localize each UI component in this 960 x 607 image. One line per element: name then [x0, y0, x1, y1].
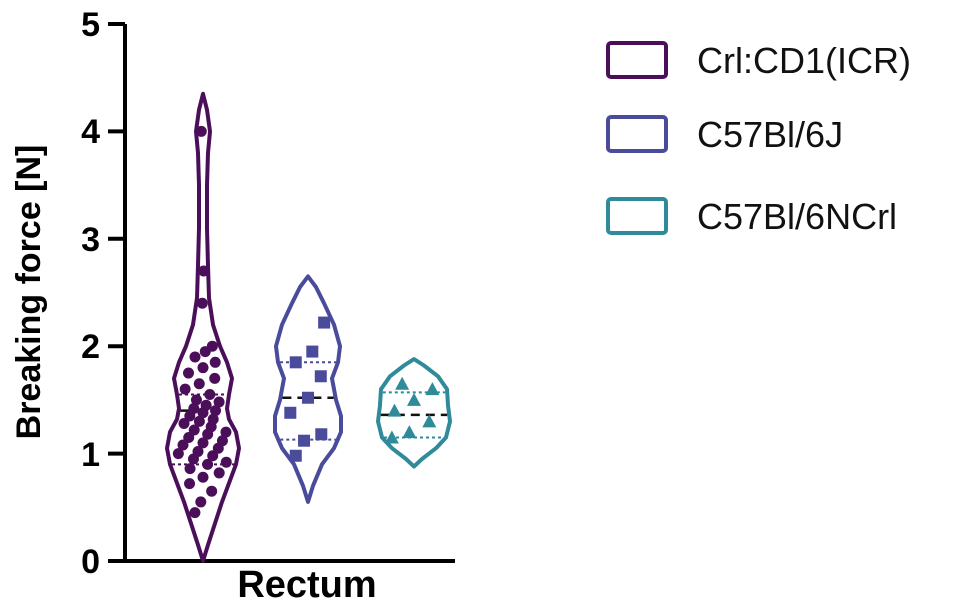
data-point	[207, 450, 219, 462]
data-point	[195, 125, 207, 137]
data-point	[206, 340, 218, 352]
data-point	[402, 425, 417, 439]
data-point	[184, 463, 196, 475]
y-tick-label: 1	[81, 436, 100, 474]
data-point	[193, 378, 205, 390]
data-point	[407, 392, 421, 406]
data-point	[172, 448, 184, 460]
violin-2	[376, 357, 452, 469]
data-point	[209, 372, 221, 384]
data-point	[183, 431, 195, 443]
data-point	[197, 362, 209, 374]
data-point	[425, 382, 440, 396]
legend-label-c57bl-6j: C57Bl/6J	[697, 114, 843, 155]
data-point	[184, 478, 196, 490]
data-point	[302, 391, 314, 404]
violin-0	[165, 91, 241, 563]
violins-group	[165, 91, 452, 563]
y-axis-title: Breaking force [N]	[10, 145, 48, 440]
data-point	[179, 383, 191, 395]
data-point	[220, 426, 232, 438]
data-point	[289, 356, 302, 369]
data-point	[206, 485, 218, 497]
y-tick-label: 2	[81, 328, 100, 366]
data-point	[189, 507, 201, 519]
data-point	[197, 437, 209, 449]
y-tick-label: 5	[81, 6, 100, 44]
violin-1	[273, 274, 343, 504]
data-point	[188, 424, 200, 436]
data-point	[210, 405, 222, 417]
data-point	[195, 496, 207, 508]
legend-label-c57bl-6ncrl: C57Bl/6NCrl	[697, 196, 897, 237]
y-tick-label: 0	[81, 543, 100, 581]
legend-swatch-crl-cd1	[606, 41, 668, 79]
data-point	[192, 445, 204, 457]
data-point	[315, 428, 328, 441]
legend-swatch-c57bl-6ncrl	[606, 197, 668, 235]
data-point	[177, 439, 189, 451]
y-tick-label: 4	[81, 113, 100, 151]
data-point	[200, 399, 212, 411]
data-point	[198, 265, 210, 277]
data-point	[182, 367, 194, 379]
data-point	[220, 456, 232, 468]
data-point	[178, 418, 190, 430]
data-point	[196, 297, 208, 309]
data-point	[318, 316, 331, 329]
data-point	[188, 402, 200, 414]
data-point	[216, 435, 228, 447]
data-point	[387, 403, 402, 417]
data-point	[213, 396, 225, 408]
data-point	[202, 458, 214, 470]
data-point	[190, 394, 202, 406]
data-point	[284, 406, 297, 419]
data-point	[204, 389, 216, 401]
data-point	[207, 413, 219, 425]
legend-swatch-c57bl-6j	[606, 115, 668, 153]
data-point	[213, 467, 225, 479]
legend-label-crl-cd1: Crl:CD1(ICR)	[697, 40, 911, 81]
y-axis-ticks: 0 1 2 3 4 5	[81, 6, 125, 581]
data-point	[395, 376, 410, 390]
legend: Crl:CD1(ICR) C57Bl/6J C57Bl/6NCrl	[606, 40, 911, 237]
data-point	[422, 414, 437, 428]
data-point	[314, 370, 327, 383]
data-point	[197, 471, 209, 483]
y-tick-label: 3	[81, 221, 100, 259]
data-point	[306, 345, 319, 358]
x-category-label: Rectum	[237, 564, 376, 606]
data-point	[289, 449, 302, 462]
data-point	[193, 415, 205, 427]
data-point	[384, 430, 399, 444]
data-point	[189, 351, 201, 363]
data-point	[298, 434, 311, 447]
data-point	[209, 356, 221, 368]
